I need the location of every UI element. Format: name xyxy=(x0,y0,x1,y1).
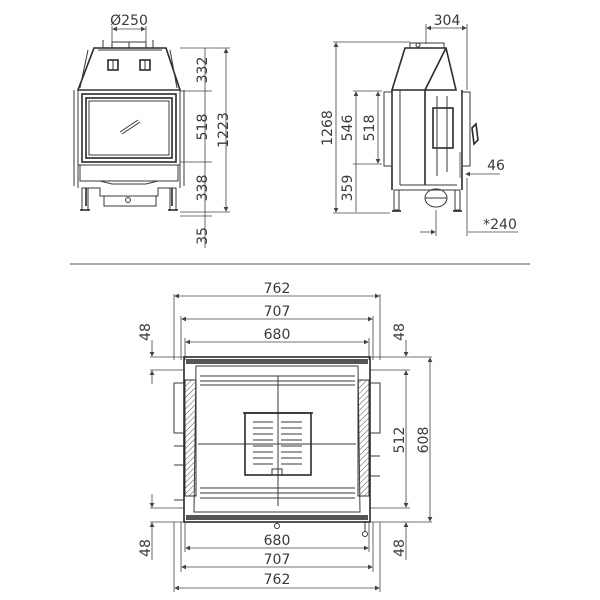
right-side-panel xyxy=(369,382,381,434)
side-view: 304 1268 546 518 359 46 *240 xyxy=(320,13,518,236)
leg-left xyxy=(81,187,89,211)
dim-handle-offset: 46 xyxy=(487,158,505,174)
dim-width-inner-bottom: 680 xyxy=(264,533,291,549)
dim-inner-depth: 512 xyxy=(392,427,408,454)
side-glass-left xyxy=(184,379,197,497)
dim-width-outer-top: 762 xyxy=(264,281,291,297)
leg-right xyxy=(169,187,177,211)
grate-slots xyxy=(253,421,302,465)
side-window xyxy=(432,107,454,149)
dim-width-inner-top: 680 xyxy=(264,327,291,343)
dim-top-depth: 304 xyxy=(434,13,461,29)
dim-flue-offset: *240 xyxy=(483,217,517,233)
dim-base-height-side: 359 xyxy=(340,175,356,202)
dim-right-top: 48 xyxy=(392,323,408,341)
dim-left-top: 48 xyxy=(138,323,154,341)
firebox-outline xyxy=(183,356,371,523)
dim-total-height: 1223 xyxy=(216,112,232,148)
dim-base-height: 338 xyxy=(195,175,211,202)
dim-glass-height-side: 518 xyxy=(362,115,378,142)
front-glass-strip xyxy=(186,359,368,364)
dim-leg-height: 35 xyxy=(195,227,211,245)
glass-pane xyxy=(85,97,173,159)
dim-outer-depth: 608 xyxy=(416,427,432,454)
left-side-panel xyxy=(173,382,185,434)
dim-door-height: 546 xyxy=(340,115,356,142)
glass-reflection-mark xyxy=(119,119,139,133)
side-hood-outline xyxy=(390,47,458,91)
dim-hood-height: 332 xyxy=(195,57,211,84)
air-control-knob xyxy=(125,197,131,203)
air-lever xyxy=(362,531,368,537)
dim-width-mid-top: 707 xyxy=(264,304,291,320)
side-glass-right xyxy=(357,379,370,497)
dim-left-bottom: 48 xyxy=(138,539,154,557)
door-handle xyxy=(471,122,479,146)
dim-width-outer-bottom: 762 xyxy=(264,572,291,588)
dim-right-bottom: 48 xyxy=(392,539,408,557)
plan-view: 762 707 680 xyxy=(138,281,433,592)
dim-total-height-side: 1268 xyxy=(320,110,336,146)
door-edge xyxy=(383,91,393,167)
door-frame xyxy=(81,93,177,163)
hood-outline xyxy=(76,47,182,91)
dim-glass-height: 518 xyxy=(195,114,211,141)
dim-flue-diameter: Ø250 xyxy=(110,13,148,29)
dim-width-mid-bottom: 707 xyxy=(264,552,291,568)
front-knob xyxy=(274,523,280,529)
front-view: Ø250 332 518 338 1223 35 xyxy=(73,13,232,248)
